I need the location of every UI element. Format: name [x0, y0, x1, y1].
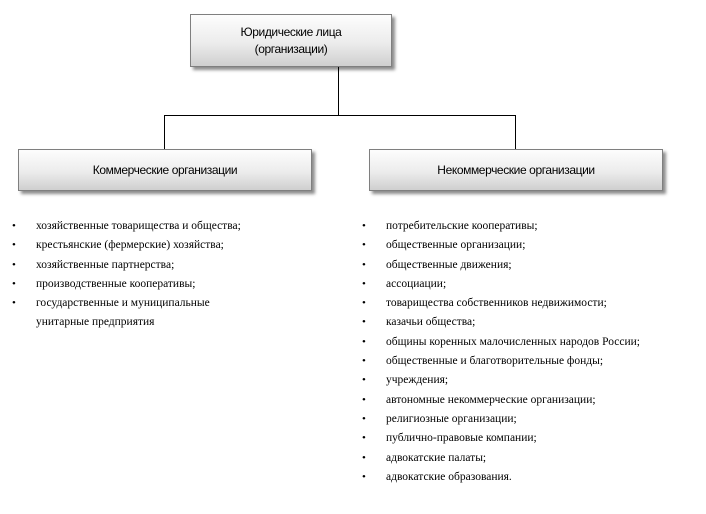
list-item: автономные некоммерческие организации;: [360, 391, 640, 411]
list-item: общины коренных малочисленных народов Ро…: [360, 333, 640, 353]
list-item-text: государственные и муниципальные: [36, 297, 210, 310]
root-node-subtitle: (организации): [254, 41, 328, 56]
connector-right-down: [515, 115, 516, 149]
list-item-text: автономные некоммерческие организации;: [386, 393, 596, 406]
list-item: товарищества собственников недвижимости;: [360, 294, 640, 314]
connector-left-down: [164, 115, 165, 149]
commercial-organizations-list: хозяйственные товарищества и общества; к…: [10, 217, 241, 333]
list-item: религиозные организации;: [360, 410, 640, 430]
root-node-title: Юридические лица: [240, 24, 342, 39]
list-item-text: общественные организации;: [386, 239, 526, 252]
list-item: государственные и муниципальные унитарны…: [10, 294, 241, 333]
list-item: публично-правовые компании;: [360, 429, 640, 449]
list-item: потребительские кооперативы;: [360, 217, 640, 237]
list-item: ассоциации;: [360, 275, 640, 295]
list-item: производственные кооперативы;: [10, 275, 241, 295]
list-item-text: товарищества собственников недвижимости;: [386, 297, 607, 310]
connector-horizontal: [164, 115, 516, 116]
root-node-legal-entities: Юридические лица (организации): [190, 14, 392, 67]
list-item-text: казачьи общества;: [386, 316, 476, 329]
list-item: общественные и благотворительные фонды;: [360, 352, 640, 372]
list-item-text: общины коренных малочисленных народов Ро…: [386, 335, 640, 348]
list-item-text: хозяйственные партнерства;: [36, 258, 175, 271]
commercial-organizations-node: Коммерческие организации: [18, 149, 312, 191]
list-item: учреждения;: [360, 371, 640, 391]
list-item-text: публично-правовые компании;: [386, 432, 537, 445]
list-item: хозяйственные товарищества и общества;: [10, 217, 241, 237]
list-item-text: хозяйственные товарищества и общества;: [36, 220, 241, 232]
list-item-text-continued: унитарные предприятия: [36, 316, 155, 329]
list-item-text: потребительские кооперативы;: [386, 220, 538, 232]
list-item: адвокатские палаты;: [360, 449, 640, 469]
list-item: общественные движения;: [360, 256, 640, 276]
list-item-text: ассоциации;: [386, 277, 447, 290]
list-item-text: общественные движения;: [386, 258, 512, 271]
list-item-text: учреждения;: [386, 374, 449, 387]
commercial-node-title: Коммерческие организации: [92, 162, 238, 177]
list-item: крестьянские (фермерские) хозяйства;: [10, 236, 241, 256]
list-item-text: общественные и благотворительные фонды;: [386, 355, 604, 368]
noncommercial-node-title: Некоммерческие организации: [437, 162, 595, 177]
list-item-text: производственные кооперативы;: [36, 277, 196, 290]
noncommercial-organizations-node: Некоммерческие организации: [369, 149, 663, 191]
list-item-text: религиозные организации;: [386, 412, 517, 425]
list-item: общественные организации;: [360, 236, 640, 256]
list-item-text: адвокатские палаты;: [386, 451, 487, 464]
list-item: хозяйственные партнерства;: [10, 256, 241, 276]
list-item: казачьи общества;: [360, 313, 640, 333]
list-item-text: крестьянские (фермерские) хозяйства;: [36, 239, 224, 252]
list-item: адвокатские образования.: [360, 468, 640, 488]
noncommercial-organizations-list: потребительские кооперативы; общественны…: [360, 217, 640, 487]
list-item-text: адвокатские образования.: [386, 470, 512, 483]
connector-root-down: [338, 65, 339, 115]
